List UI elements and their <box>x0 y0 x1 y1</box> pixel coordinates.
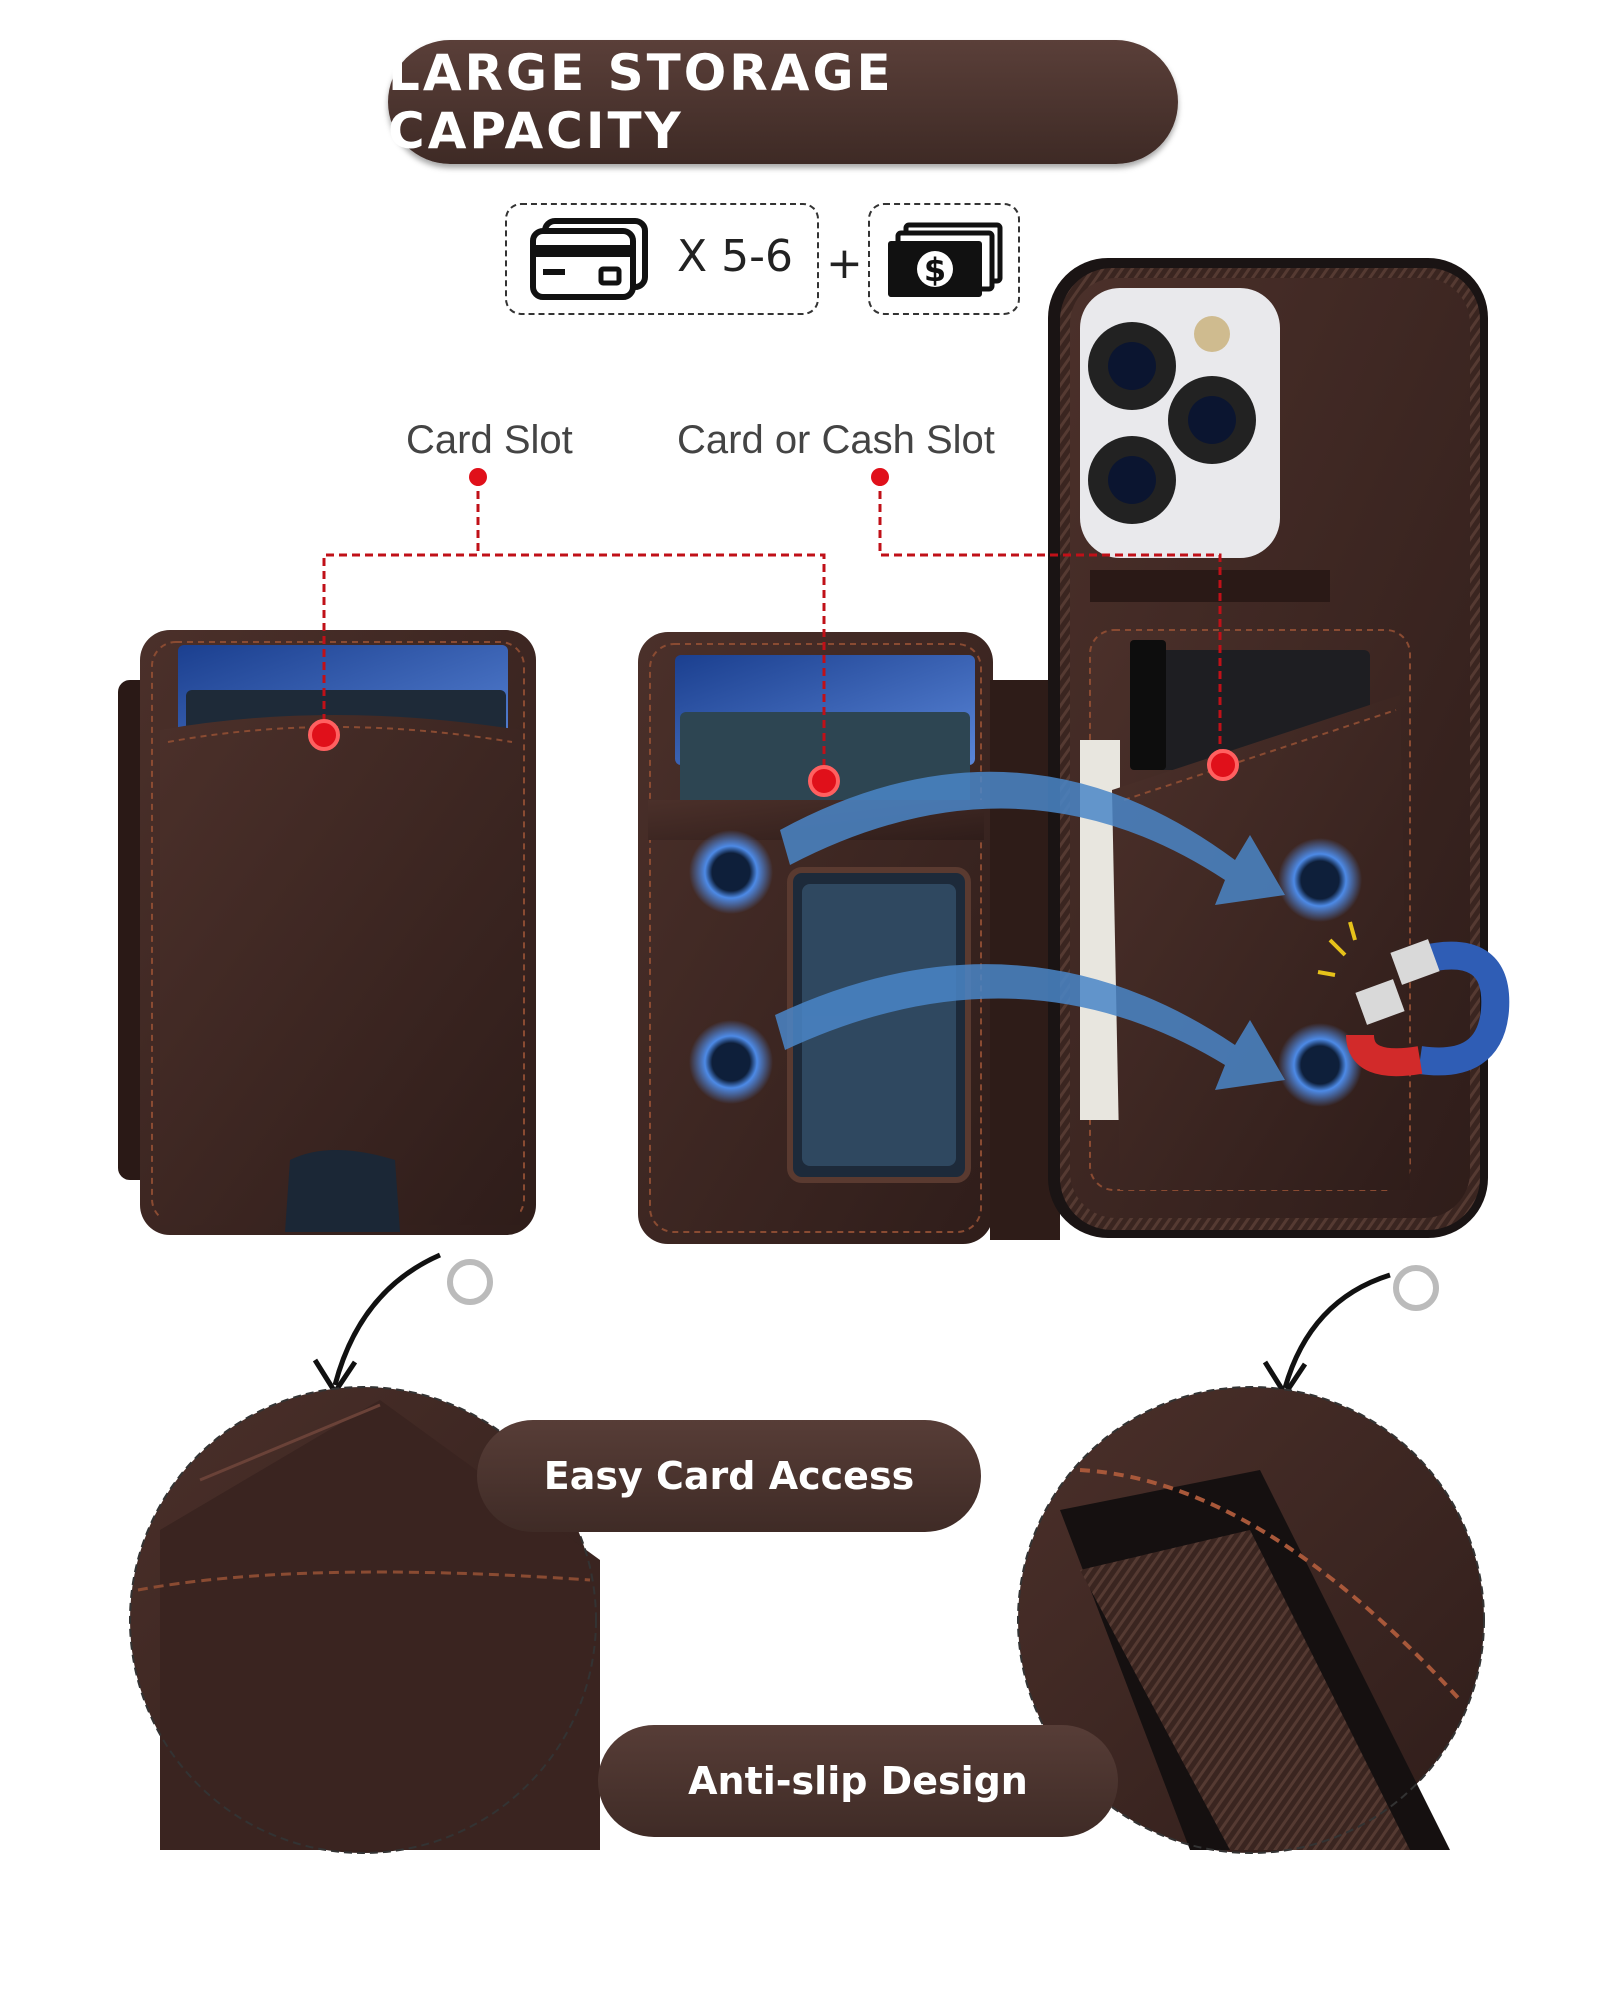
magnet-rings <box>689 830 1362 1107</box>
anti-slip-design-label: Anti-slip Design <box>598 1725 1118 1837</box>
detached-wallet <box>118 630 536 1235</box>
phone-case <box>1048 258 1488 1238</box>
attach-arrows <box>775 771 1285 1090</box>
zoom-detail-anti-slip <box>1017 1386 1485 1854</box>
credit-card-icon <box>529 217 649 306</box>
zoom-arrows <box>312 1252 1391 1399</box>
callout-markers <box>308 468 1239 797</box>
capacity-multiplier: X 5-6 <box>677 231 793 282</box>
dollar-bill-stack-icon: $ <box>884 221 1004 306</box>
card-capacity-badge: X 5-6 <box>505 203 819 315</box>
svg-text:$: $ <box>924 251 946 289</box>
horseshoe-magnet-icon <box>1317 921 1510 1077</box>
callout-lines <box>322 478 1222 780</box>
card-or-cash-slot-label: Card or Cash Slot <box>677 418 995 462</box>
open-wallet-flap <box>638 632 1060 1244</box>
cash-capacity-badge: $ <box>868 203 1020 315</box>
page-title: LARGE STORAGE CAPACITY <box>388 40 1178 164</box>
plus-sign: + <box>826 238 863 289</box>
card-slot-label: Card Slot <box>406 418 573 462</box>
easy-card-access-label: Easy Card Access <box>477 1420 981 1532</box>
